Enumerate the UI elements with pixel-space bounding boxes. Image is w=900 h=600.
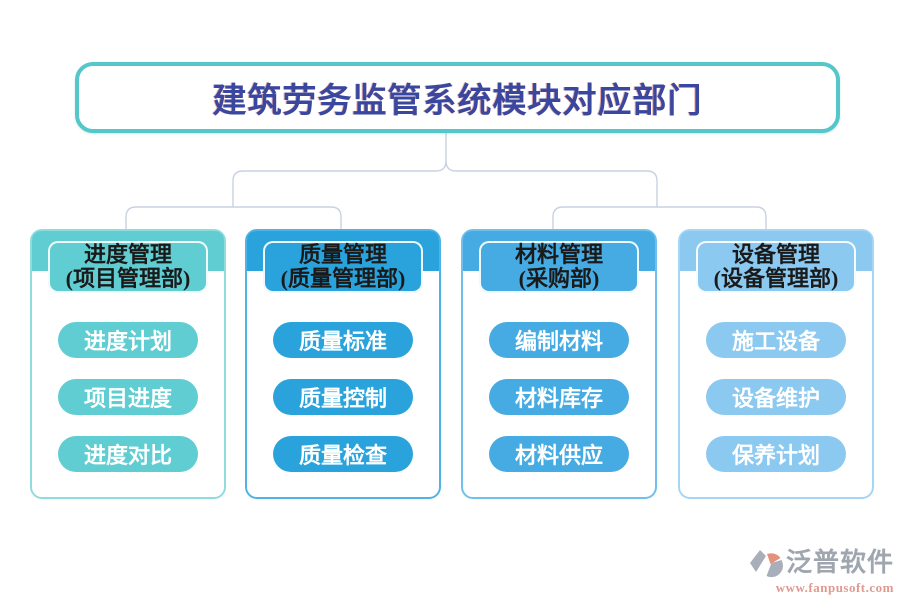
module-department: (设备管理部) xyxy=(713,266,839,291)
module-item-pill: 进度对比 xyxy=(58,436,198,472)
module-name: 材料管理 xyxy=(514,242,603,267)
module-item-pill: 质量标准 xyxy=(273,322,413,358)
module-name: 质量管理 xyxy=(298,242,387,267)
fanpu-logo-icon xyxy=(749,550,783,578)
brand-name: 泛普软件 xyxy=(785,548,894,577)
module-card-progress: 进度管理 (项目管理部) 进度计划 项目进度 进度对比 xyxy=(30,229,226,499)
module-item-list: 进度计划 项目进度 进度对比 xyxy=(32,322,224,472)
card-header: 质量管理 (质量管理部) xyxy=(263,241,423,293)
module-item-pill: 材料库存 xyxy=(489,379,629,415)
connector-bracket-right xyxy=(552,206,767,230)
brand-url: www.fanpusoft.com xyxy=(775,580,894,595)
module-item-pill: 编制材料 xyxy=(489,322,629,358)
module-card-quality: 质量管理 (质量管理部) 质量标准 质量控制 质量检查 xyxy=(245,229,441,499)
module-department: (质量管理部) xyxy=(280,266,406,291)
diagram-title-box: 建筑劳务监管系统模块对应部门 xyxy=(75,62,840,133)
module-item-list: 编制材料 材料库存 材料供应 xyxy=(463,322,655,472)
module-name: 进度管理 xyxy=(83,242,172,267)
card-header: 进度管理 (项目管理部) xyxy=(48,241,208,293)
module-item-pill: 质量控制 xyxy=(273,379,413,415)
module-item-pill: 项目进度 xyxy=(58,379,198,415)
module-card-material: 材料管理 (采购部) 编制材料 材料库存 材料供应 xyxy=(461,229,657,499)
brand-watermark: 泛普软件 www.fanpusoft.com xyxy=(749,547,894,595)
module-department: (项目管理部) xyxy=(65,266,191,291)
card-header: 材料管理 (采购部) xyxy=(479,241,639,293)
module-department: (采购部) xyxy=(518,266,600,291)
module-name: 设备管理 xyxy=(731,242,820,267)
module-item-list: 施工设备 设备维护 保养计划 xyxy=(680,322,872,472)
module-item-pill: 保养计划 xyxy=(706,436,846,472)
module-item-pill: 设备维护 xyxy=(706,379,846,415)
module-item-pill: 施工设备 xyxy=(706,322,846,358)
card-header: 设备管理 (设备管理部) xyxy=(696,241,856,293)
connector-stem-left xyxy=(232,133,447,207)
module-item-pill: 材料供应 xyxy=(489,436,629,472)
module-item-list: 质量标准 质量控制 质量检查 xyxy=(247,322,439,472)
module-card-equipment: 设备管理 (设备管理部) 施工设备 设备维护 保养计划 xyxy=(678,229,874,499)
connector-bracket-left xyxy=(125,206,342,230)
module-item-pill: 质量检查 xyxy=(273,436,413,472)
module-item-pill: 进度计划 xyxy=(58,322,198,358)
diagram-title: 建筑劳务监管系统模块对应部门 xyxy=(212,83,703,120)
connector-stem-right xyxy=(445,160,658,207)
